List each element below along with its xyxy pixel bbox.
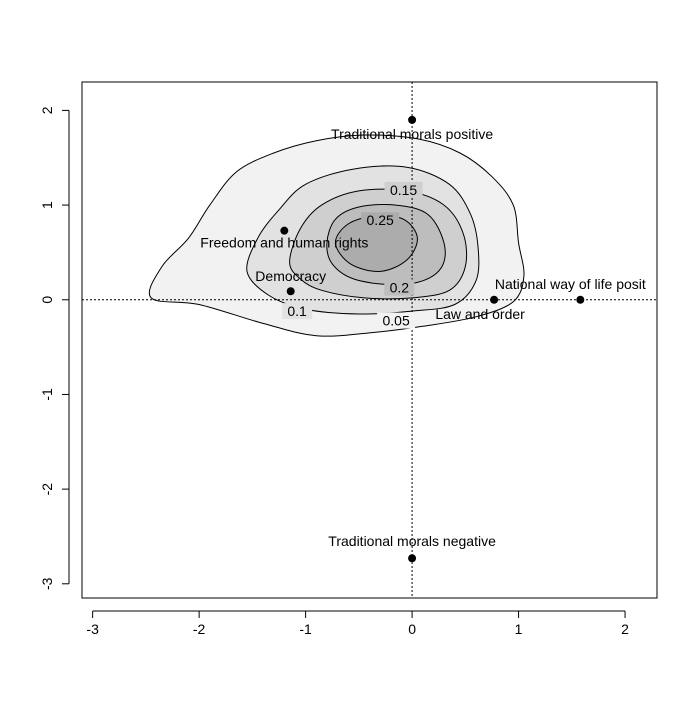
contour-label: 0.1 — [287, 303, 307, 319]
contour-layer — [148, 134, 525, 337]
x-tick-label: 2 — [621, 621, 629, 637]
point-label: Traditional morals negative — [328, 533, 496, 549]
y-tick-label: 1 — [39, 201, 55, 209]
y-tick-label: 2 — [39, 106, 55, 114]
contour-label-bg — [384, 181, 423, 198]
x-tick-label: -1 — [299, 621, 312, 637]
x-tick-label: 0 — [408, 621, 416, 637]
y-tick-label: -3 — [39, 577, 55, 590]
data-point — [286, 287, 295, 296]
data-point — [408, 554, 417, 563]
contour-label: 0.15 — [390, 182, 417, 198]
x-tick-label: -2 — [193, 621, 206, 637]
contour-0-25 — [334, 215, 418, 272]
data-point — [490, 295, 499, 304]
data-point — [408, 115, 417, 124]
data-point — [576, 295, 585, 304]
contour-label-bg — [361, 212, 400, 229]
x-axis: -3 -2 -1 0 1 2 — [86, 610, 629, 637]
reference-lines — [82, 82, 657, 598]
point-label: Traditional morals positive — [331, 126, 493, 142]
contour-labels-layer: 0.05 0.1 0.15 0.2 0.25 — [282, 181, 423, 329]
data-point — [280, 226, 289, 235]
plot-frame — [81, 81, 658, 599]
y-axis: -3 -2 -1 0 1 2 — [39, 106, 70, 590]
x-tick-label: -3 — [86, 621, 99, 637]
contour-label: 0.25 — [367, 212, 394, 228]
points-layer — [280, 115, 585, 563]
point-label: Law and order — [435, 306, 525, 322]
y-tick-label: -1 — [39, 388, 55, 401]
contour-label-bg — [384, 279, 415, 296]
point-label: Democracy — [255, 268, 326, 284]
y-tick-label: -2 — [39, 483, 55, 496]
contour-label: 0.05 — [382, 313, 409, 329]
contour-label-bg — [282, 303, 313, 320]
point-label: National way of life posit — [495, 276, 646, 292]
point-label: Freedom and human rights — [200, 235, 368, 251]
x-tick-label: 1 — [515, 621, 523, 637]
contour-label-bg — [377, 312, 416, 329]
y-tick-label: 0 — [39, 296, 55, 304]
contour-label: 0.2 — [390, 279, 410, 295]
